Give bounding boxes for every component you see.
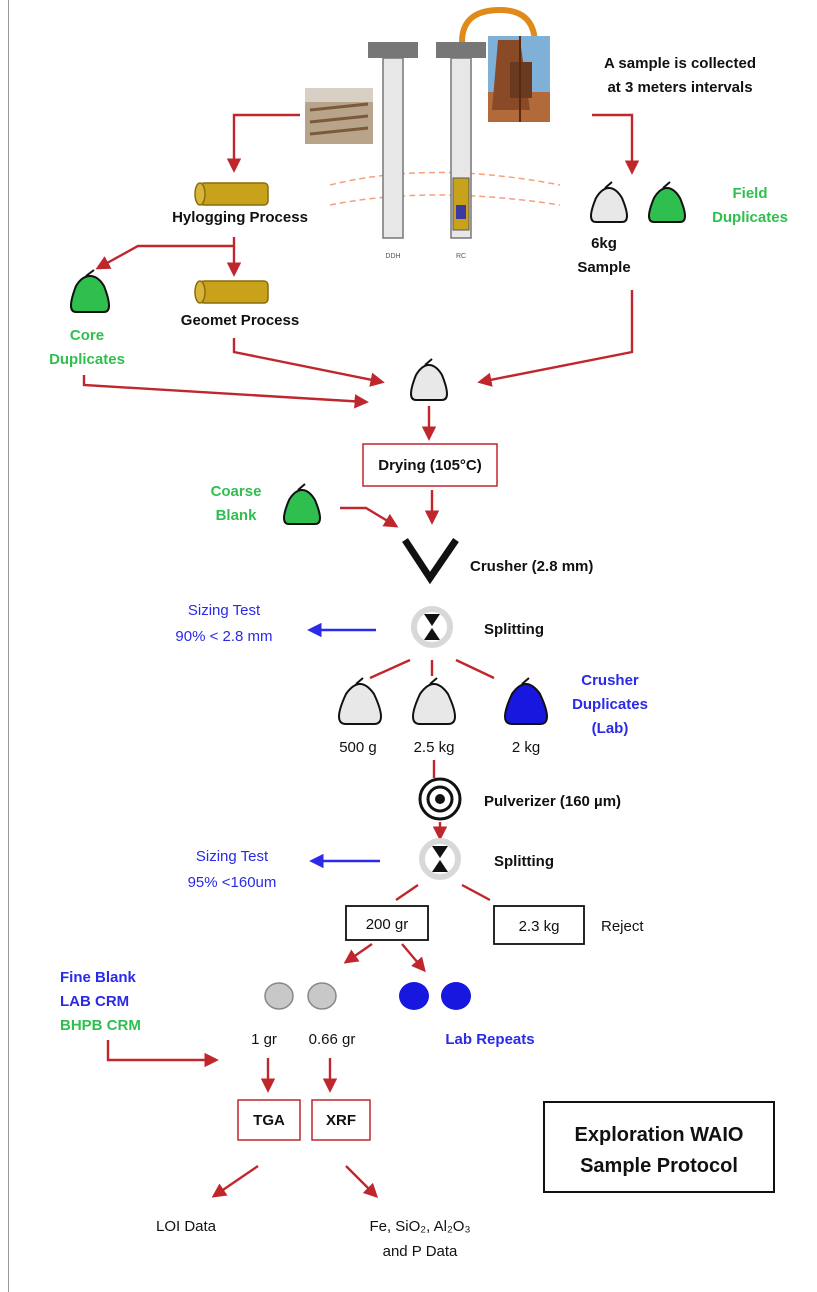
crusher-duplicates-line1: Crusher — [581, 672, 639, 689]
split-1-lines — [369, 658, 495, 680]
fine-blank-label: Fine Blank — [60, 969, 137, 986]
ddh-label: DDH — [385, 253, 400, 260]
rc-label: RC — [456, 253, 466, 260]
aliquot-1gr-label: 1 gr — [251, 1031, 277, 1048]
hylogging-label: Hylogging Process — [172, 209, 308, 226]
splitting-1-label: Splitting — [484, 621, 544, 638]
coarse-blank-line1: Coarse — [211, 483, 262, 500]
xrf-data-line2: and P Data — [383, 1243, 458, 1260]
crusher-duplicates-line2: Duplicates — [572, 696, 648, 713]
protocol-title-box — [543, 1101, 775, 1193]
lab-crm-label: LAB CRM — [60, 993, 129, 1010]
splitting-2-label: Splitting — [494, 853, 554, 870]
xrf-box — [311, 1099, 371, 1141]
drill-illustration: DDH RC — [305, 6, 561, 260]
core-duplicates-line1: Core — [70, 327, 104, 344]
page-frame — [8, 0, 814, 1292]
upper-flow-arrows — [82, 113, 640, 409]
bhpb-crm-label: BHPB CRM — [60, 1017, 141, 1034]
geomet-core-icon — [194, 280, 269, 304]
field-sample-bag-icon — [590, 181, 628, 223]
sample-6kg-line1: 6kg — [591, 235, 617, 252]
hylogging-core-icon — [194, 182, 269, 206]
aliquot-066gr-label: 0.66 gr — [309, 1031, 356, 1048]
sizing-test-1-line1: Sizing Test — [188, 602, 261, 619]
pulverizer-label: Pulverizer (160 µm) — [484, 793, 621, 810]
drying-label: Drying (105°C) — [378, 457, 482, 474]
bag-2-5kg-icon — [412, 677, 456, 725]
sampling-note-line2: at 3 meters intervals — [607, 79, 752, 96]
sizing-test-1-line2: 90% < 2.8 mm — [175, 628, 272, 645]
ddh-pipe-icon — [382, 57, 404, 239]
splitter-1-icon — [411, 606, 453, 648]
mass-2kg: 2 kg — [512, 739, 540, 756]
combined-sample-bag-icon — [410, 358, 448, 401]
box-200gr — [345, 905, 429, 941]
tga-label: TGA — [253, 1112, 285, 1129]
lab-repeats-label: Lab Repeats — [445, 1031, 534, 1048]
rc-cap-icon — [436, 42, 486, 58]
box-2-3kg — [493, 905, 585, 945]
splitter-2-icon — [419, 838, 461, 880]
loi-data-label: LOI Data — [156, 1218, 217, 1235]
bag-2kg-icon — [504, 677, 548, 725]
drying-box — [362, 443, 498, 487]
xrf-data-line1: Fe, SiO₂, Al₂O₃ — [369, 1218, 470, 1235]
mass-2-5kg: 2.5 kg — [414, 739, 455, 756]
mass-500g: 500 g — [339, 739, 377, 756]
protocol-title-line1: Exploration WAIO — [575, 1124, 744, 1146]
sample-6kg-line2: Sample — [577, 259, 630, 276]
bag-500g-icon — [338, 677, 382, 725]
pulverizer-icon — [418, 777, 462, 821]
crusher-icon — [402, 538, 459, 585]
field-duplicates-line2: Duplicates — [712, 209, 788, 226]
sizing-test-2-line2: 95% <160um — [188, 874, 277, 891]
coarse-blank-bag-icon — [283, 483, 321, 525]
field-duplicates-line1: Field — [732, 185, 767, 202]
coarse-blank-line2: Blank — [216, 507, 258, 524]
crusher-label: Crusher (2.8 mm) — [470, 558, 593, 575]
field-duplicate-bag-icon — [648, 181, 686, 223]
core-duplicate-bag-icon — [70, 269, 110, 313]
lab-repeat-pellet-1-icon — [399, 982, 429, 1010]
reject-label: Reject — [601, 918, 644, 935]
aliquot-1gr-pellet-icon — [264, 982, 294, 1010]
geomet-label: Geomet Process — [181, 312, 299, 329]
sampling-note-line1: A sample is collected — [604, 55, 756, 72]
core-duplicates-line2: Duplicates — [49, 351, 125, 368]
crusher-duplicates-line3: (Lab) — [592, 720, 629, 737]
sizing-test-2-line1: Sizing Test — [196, 848, 269, 865]
protocol-title-line2: Sample Protocol — [580, 1155, 738, 1177]
xrf-label: XRF — [326, 1112, 356, 1129]
box-200gr-label: 200 gr — [366, 916, 409, 933]
hose-icon — [459, 6, 538, 46]
ddh-cap-icon — [368, 42, 418, 58]
drill-rig-photo — [488, 36, 550, 122]
lab-repeat-pellet-2-icon — [441, 982, 471, 1010]
tga-box — [237, 1099, 301, 1141]
aliquot-066gr-pellet-icon — [307, 982, 337, 1010]
box-2-3kg-label: 2.3 kg — [519, 918, 560, 935]
core-tray-photo — [305, 88, 373, 144]
